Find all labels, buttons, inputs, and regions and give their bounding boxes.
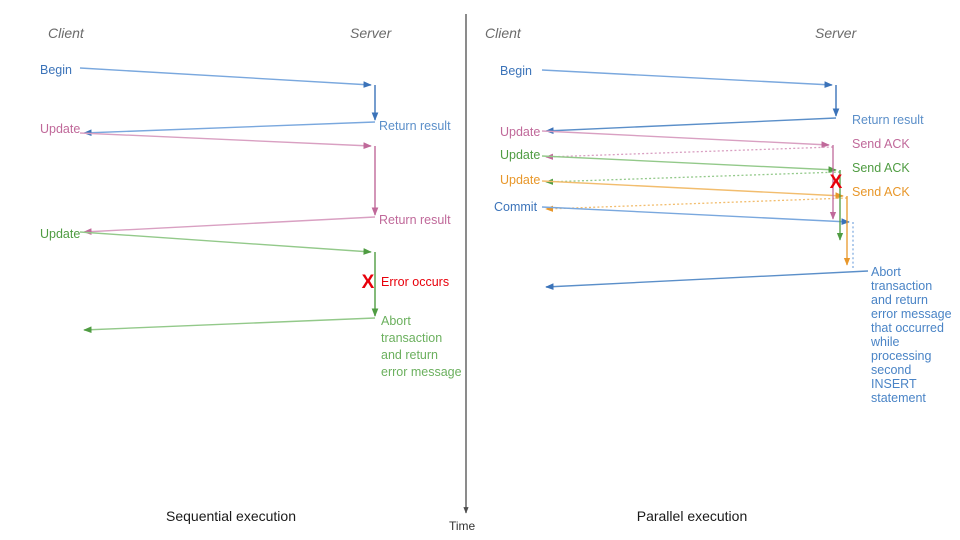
label-abort-return-parallel: Abort transaction and return error messa… bbox=[870, 265, 955, 405]
abort-line-4: error message bbox=[381, 365, 462, 379]
label-error-occurs-sequential: Error occurs bbox=[381, 275, 449, 289]
panel-sequential: Client Server Begin Return result Update… bbox=[40, 25, 462, 524]
time-axis: Time bbox=[449, 14, 476, 533]
label-commit-parallel: Commit bbox=[494, 200, 538, 214]
error-x-icon-sequential: X bbox=[362, 272, 375, 293]
arrow-abort-return-sequential bbox=[83, 317, 376, 334]
arrow-send-ack-2-parallel bbox=[545, 171, 841, 185]
label-update-1-sequential: Update bbox=[40, 122, 80, 136]
lane-header-server-sequential: Server bbox=[350, 25, 393, 41]
caption-parallel-execution: Parallel execution bbox=[637, 508, 748, 524]
arrow-update-request-1-sequential bbox=[79, 132, 372, 150]
label-return-result-2-sequential: Return result bbox=[379, 213, 451, 227]
label-send-ack-3-parallel: Send ACK bbox=[852, 185, 910, 199]
label-send-ack-2-parallel: Send ACK bbox=[852, 161, 910, 175]
arrow-update-request-1-parallel bbox=[541, 130, 830, 148]
arrow-begin-request-sequential bbox=[79, 67, 372, 88]
lane-header-server-parallel: Server bbox=[815, 25, 858, 41]
label-begin-sequential: Begin bbox=[40, 63, 72, 77]
caption-sequential-execution: Sequential execution bbox=[166, 508, 296, 524]
abort-line-1: Abort bbox=[381, 314, 411, 328]
label-update-2-sequential: Update bbox=[40, 227, 80, 241]
label-update-1-parallel: Update bbox=[500, 125, 540, 139]
arrow-return-result-parallel bbox=[545, 117, 837, 135]
arrow-return-result-2-sequential bbox=[83, 216, 376, 235]
time-axis-label: Time bbox=[449, 519, 476, 533]
arrow-send-ack-3-parallel bbox=[545, 197, 848, 212]
abort-line-5: that occurred bbox=[871, 321, 944, 335]
abort-line-4: error message bbox=[871, 307, 952, 321]
lane-header-client-sequential: Client bbox=[48, 25, 85, 41]
abort-line-3: and return bbox=[871, 293, 928, 307]
arrow-abort-return-parallel bbox=[545, 270, 869, 290]
label-return-result-parallel: Return result bbox=[852, 113, 924, 127]
abort-line-7: processing bbox=[871, 349, 931, 363]
arrow-begin-request-parallel bbox=[541, 69, 833, 88]
label-send-ack-1-parallel: Send ACK bbox=[852, 137, 910, 151]
abort-line-9: INSERT bbox=[871, 377, 917, 391]
abort-line-6: while bbox=[870, 335, 900, 349]
abort-line-2: transaction bbox=[871, 279, 932, 293]
error-x-icon-parallel: X bbox=[830, 172, 843, 193]
abort-line-2: transaction bbox=[381, 331, 442, 345]
label-update-2-parallel: Update bbox=[500, 148, 540, 162]
label-abort-return-sequential: Abort transaction and return error messa… bbox=[381, 314, 462, 379]
arrow-update-request-2-sequential bbox=[79, 231, 372, 255]
panel-parallel: Client Server Begin Return result Update… bbox=[485, 25, 955, 524]
abort-line-1: Abort bbox=[871, 265, 901, 279]
lane-header-client-parallel: Client bbox=[485, 25, 522, 41]
label-update-3-parallel: Update bbox=[500, 173, 540, 187]
abort-line-3: and return bbox=[381, 348, 438, 362]
abort-line-8: second bbox=[871, 363, 911, 377]
abort-line-10: statement bbox=[871, 391, 926, 405]
label-begin-parallel: Begin bbox=[500, 64, 532, 78]
arrow-return-result-1-sequential bbox=[83, 121, 376, 137]
label-return-result-1-sequential: Return result bbox=[379, 119, 451, 133]
arrow-send-ack-1-parallel bbox=[545, 146, 834, 160]
arrow-update-request-3-parallel bbox=[541, 180, 844, 199]
arrow-update-request-2-parallel bbox=[541, 155, 837, 173]
arrow-commit-request-parallel bbox=[541, 206, 850, 225]
